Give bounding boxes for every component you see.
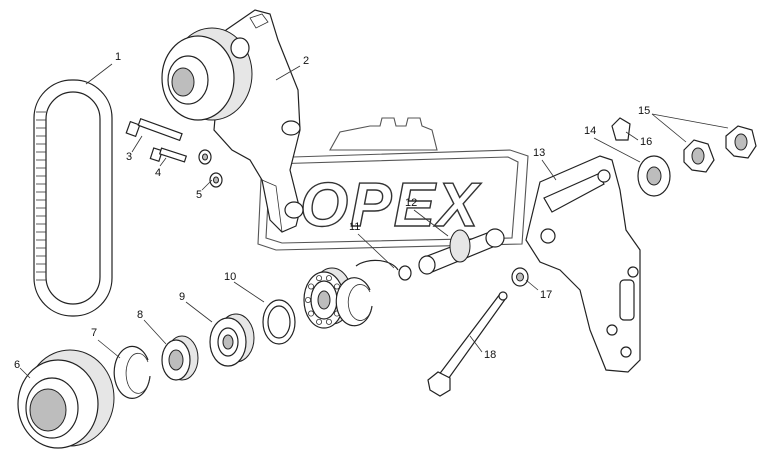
washers [198, 149, 223, 188]
callout-9: 9 [179, 291, 185, 303]
ring-10 [262, 299, 296, 345]
callout-5: 5 [196, 189, 202, 201]
leader-line-8 [143, 319, 167, 345]
clip-16 [611, 117, 631, 141]
callout-1: 1 [115, 51, 121, 63]
spacer-8 [161, 335, 199, 381]
leader-line-5 [201, 179, 213, 191]
leader-line-1 [85, 63, 113, 85]
nut-15b [725, 125, 757, 159]
bracket-13 [525, 155, 641, 373]
washer-17 [511, 267, 529, 287]
bearing-ball [316, 318, 323, 325]
leader-lines [19, 63, 729, 379]
leader-line-15 [651, 113, 729, 129]
leader-line-16 [625, 131, 639, 141]
bearing-ball [304, 296, 311, 303]
bearing-ball [308, 310, 315, 317]
callout-7: 7 [91, 327, 97, 339]
bolt-short [149, 147, 188, 163]
leader-line-18 [469, 335, 483, 353]
leader-line-13 [541, 159, 557, 181]
bolt-long [125, 117, 183, 142]
circlip-7 [113, 345, 151, 399]
leader-line-3 [131, 135, 143, 153]
circlip-center [335, 277, 373, 327]
bearing-ball [316, 275, 323, 282]
callout-18: 18 [484, 349, 496, 361]
callout-14: 14 [584, 125, 596, 137]
toothed-belt [33, 79, 113, 317]
drive-pulley [17, 349, 115, 449]
leader-line-6 [19, 367, 31, 379]
leader-line-10 [233, 281, 265, 303]
callout-15: 15 [638, 105, 650, 117]
shaft-12 [418, 228, 505, 275]
leader-line-7 [97, 339, 121, 359]
circlip-11 [355, 259, 412, 281]
callout-10: 10 [224, 271, 236, 283]
callout-11: 11 [349, 221, 360, 233]
callout-17: 17 [540, 289, 552, 301]
leader-line-11 [357, 233, 395, 269]
leader-line-2 [275, 65, 301, 81]
callout-13: 13 [533, 147, 545, 159]
washer-14 [637, 155, 671, 197]
leader-line-4 [159, 157, 167, 167]
callout-4: 4 [155, 167, 161, 179]
watermark-text: OPEX [300, 171, 482, 240]
bearing-ball [333, 283, 340, 290]
callout-6: 6 [14, 359, 20, 371]
idler-pulley-assembly [161, 9, 304, 233]
callout-3: 3 [126, 151, 132, 163]
leader-line-14 [593, 137, 641, 163]
leader-line-17 [525, 279, 539, 291]
long-bolt-18 [427, 291, 508, 397]
nut-15a [683, 139, 715, 173]
bearing-ball [325, 275, 332, 282]
bearing-ball [325, 318, 332, 325]
bearing-9 [209, 313, 255, 367]
bearing-ball [308, 283, 315, 290]
callout-12: 12 [405, 197, 417, 209]
callout-16: 16 [640, 136, 652, 148]
leader-line-12 [413, 209, 449, 237]
watermark-logo: OPEX [257, 117, 529, 251]
leader-line-9 [185, 301, 213, 323]
callout-8: 8 [137, 309, 143, 321]
callout-2: 2 [303, 55, 309, 67]
leader-line-15 [651, 113, 687, 143]
